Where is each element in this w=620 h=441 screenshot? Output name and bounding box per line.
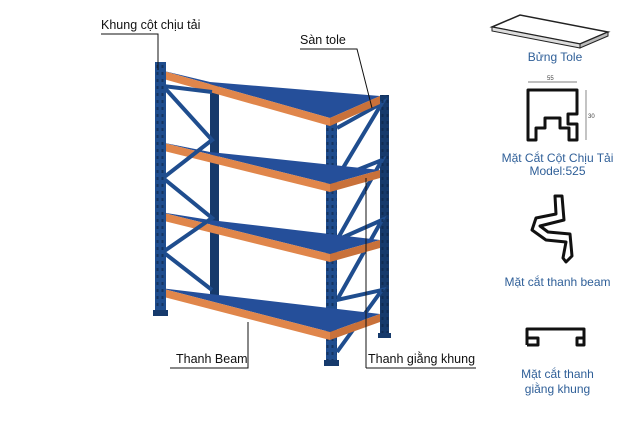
bracing-callout-label: Thanh giằng khung (368, 352, 476, 366)
shelf-level-4 (160, 288, 380, 340)
deck-panel-caption: Bửng Tole (527, 50, 583, 64)
shelf-level-1 (160, 70, 380, 126)
column-section-caption-line2: Model:525 (529, 164, 586, 178)
foot-plate (324, 360, 339, 366)
foot-plate (153, 310, 168, 316)
foot-plate (378, 333, 391, 338)
deck-panel (160, 288, 380, 332)
bracing-section-caption-line1: Mặt cắt thanh (521, 367, 594, 381)
column-width-dimension: 55 (547, 76, 554, 82)
left-frame-bracing (159, 84, 216, 292)
deck-panel (160, 142, 380, 184)
column-section-caption-line1: Mặt Cắt Cột Chịu Tải (501, 151, 614, 165)
deck-panel (160, 70, 380, 118)
beam-callout-label: Thanh Beam (176, 352, 248, 366)
frame-callout-label: Khung cột chịu tải (101, 18, 201, 32)
front-beam (160, 70, 330, 126)
deck-panel (160, 212, 380, 254)
deck-panel-detail (489, 14, 611, 49)
beam-section-detail (530, 194, 574, 264)
column-section-detail: 55 30 (526, 76, 595, 142)
shelf-level-2 (160, 142, 380, 192)
shelving-rack (153, 62, 391, 366)
bracing-section-detail (525, 327, 586, 347)
deck-callout-label: Sàn tole (300, 33, 346, 47)
callout-leaders (101, 33, 476, 369)
column-height-dimension: 30 (588, 114, 595, 120)
front-beam (160, 142, 330, 192)
bracing-section-caption-line2: giằng khung (524, 382, 591, 396)
rear-left-post (210, 83, 219, 296)
front-beam (160, 288, 330, 340)
beam-section-caption: Mặt cắt thanh beam (504, 275, 611, 289)
